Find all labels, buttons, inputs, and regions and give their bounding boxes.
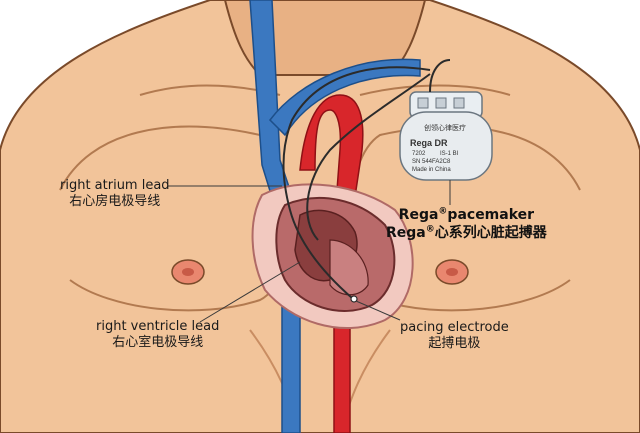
label-pacing-electrode: pacing electrode 起搏电极 bbox=[400, 320, 509, 352]
device-origin: Made in China bbox=[412, 167, 451, 173]
device-model: Rega DR bbox=[410, 138, 448, 148]
label-right-atrium-lead: right atrium lead 右心房电极导线 bbox=[60, 178, 170, 210]
pacemaker-zh-suffix: 心系列心脏起搏器 bbox=[435, 225, 547, 241]
label-right-ventricle-lead: right ventricle lead 右心室电极导线 bbox=[96, 319, 219, 351]
label-pacing-electrode-en: pacing electrode bbox=[400, 320, 509, 336]
label-right-ventricle-zh: 右心室电极导线 bbox=[96, 335, 219, 351]
label-pacemaker-zh: Rega®心系列心脏起搏器 bbox=[386, 224, 547, 242]
label-pacemaker-en: Rega®pacemaker bbox=[386, 206, 547, 224]
pacemaker-brand-zh: Rega bbox=[386, 225, 426, 241]
label-right-atrium-en: right atrium lead bbox=[60, 178, 170, 194]
pacemaker-en-suffix: pacemaker bbox=[447, 207, 534, 223]
label-pacing-electrode-zh: 起搏电极 bbox=[400, 336, 509, 352]
device-code: 7202 bbox=[412, 151, 425, 157]
pacemaker-brand: Rega bbox=[399, 207, 439, 223]
label-right-ventricle-en: right ventricle lead bbox=[96, 319, 219, 335]
device-serial: SN 544FA2C8 bbox=[412, 159, 450, 165]
label-right-atrium-zh: 右心房电极导线 bbox=[60, 194, 170, 210]
label-pacemaker: Rega®pacemaker Rega®心系列心脏起搏器 bbox=[386, 206, 547, 242]
pacemaker-reg-mark-zh: ® bbox=[426, 224, 435, 234]
device-mark: IS-1 BI bbox=[440, 151, 458, 157]
device-maker: 创领心律医疗 bbox=[424, 123, 466, 133]
